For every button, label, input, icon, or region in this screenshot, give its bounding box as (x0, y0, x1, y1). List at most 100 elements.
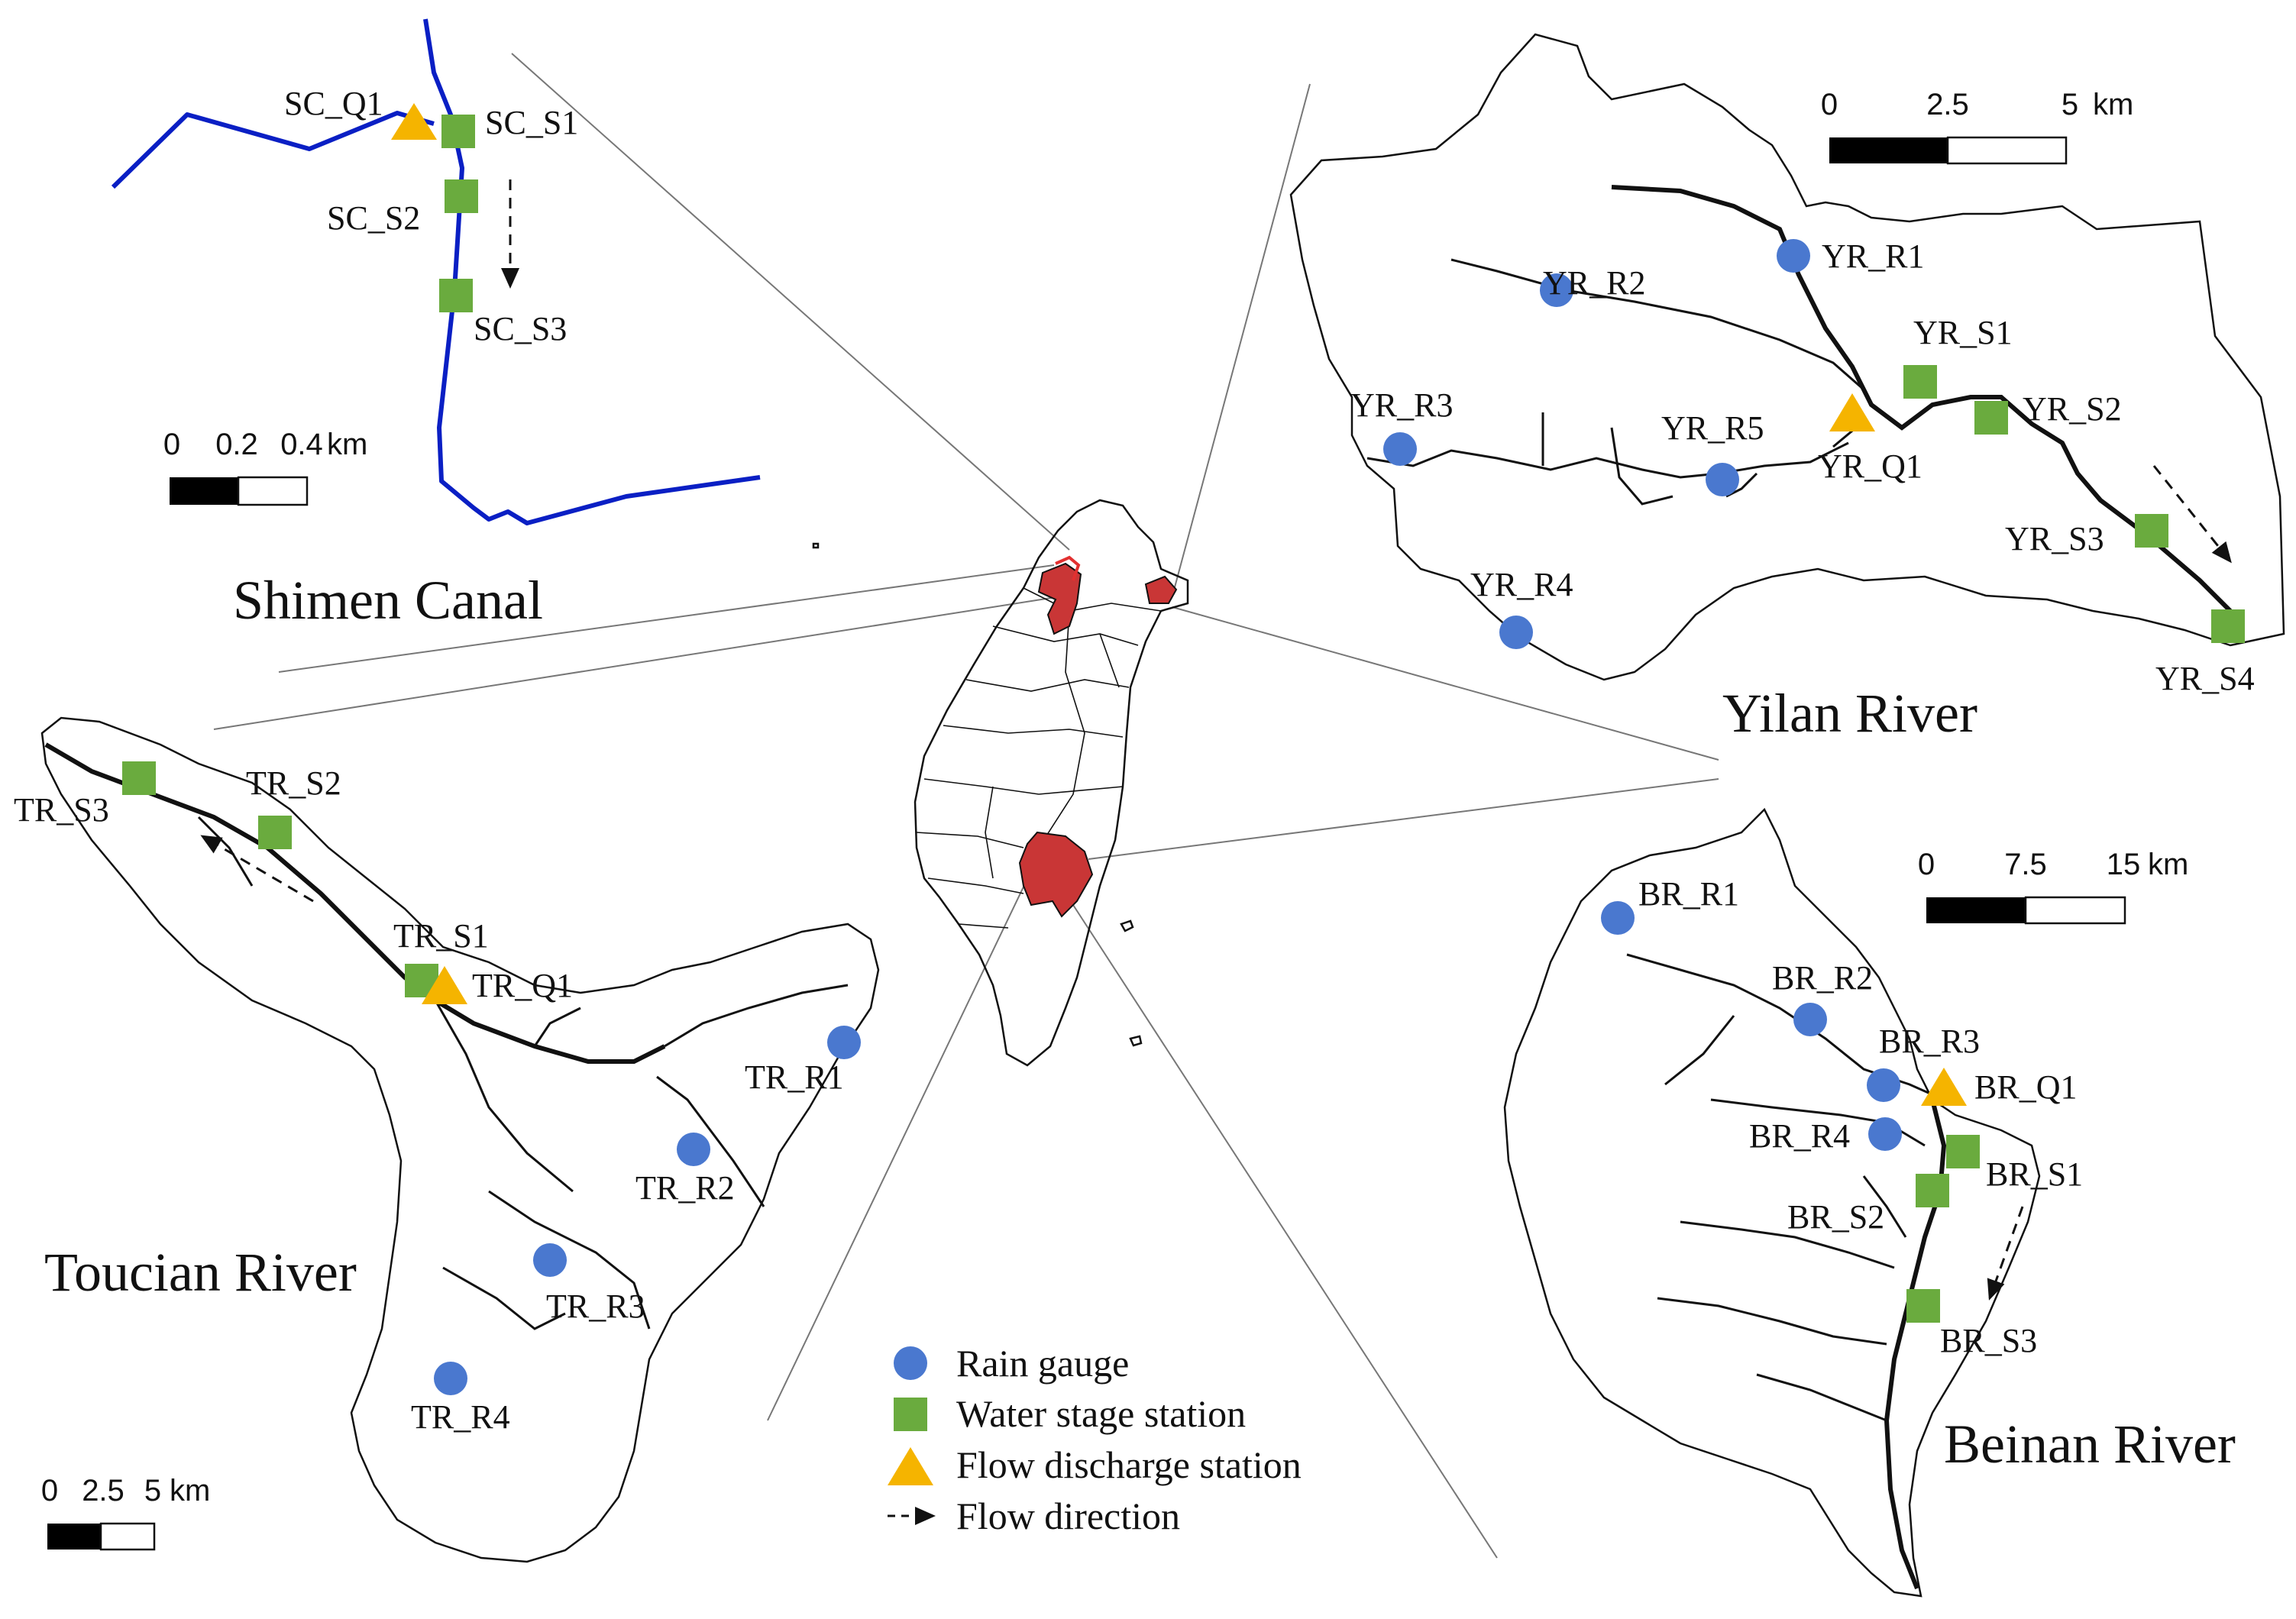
island-small (1129, 1035, 1143, 1047)
water-stage-station (439, 279, 473, 312)
river-tributary (656, 1075, 765, 1207)
station-label: BR_Q1 (1974, 1068, 2077, 1106)
rain-gauge (1499, 616, 1533, 649)
legend-label: Water stage station (956, 1392, 1246, 1435)
legend-label: Flow discharge station (956, 1443, 1302, 1486)
river-tributary (1664, 1015, 1735, 1086)
region-shimen (1037, 562, 1082, 635)
station-label: YR_S1 (1913, 314, 2013, 351)
station-label: BR_R2 (1772, 959, 1873, 997)
svg-text:km: km (2093, 88, 2133, 121)
station-label: BR_R1 (1638, 875, 1739, 913)
water-stage-station (441, 115, 475, 148)
river-tributary (1725, 472, 1758, 498)
station-label: BR_S3 (1940, 1322, 2037, 1359)
svg-text:5: 5 (144, 1474, 161, 1508)
station-label: YR_R1 (1822, 238, 1924, 275)
station-label: SC_S2 (327, 199, 420, 237)
water-stage-station (122, 761, 156, 795)
station-label: YR_R4 (1470, 566, 1573, 603)
station-label: TR_S2 (246, 764, 341, 802)
legend-item-rain-gauge: Rain gauge (894, 1342, 1129, 1385)
rain-gauge (1540, 273, 1573, 307)
flow-discharge-station (1829, 393, 1875, 431)
legend: Rain gauge Water stage station Flow disc… (888, 1342, 1302, 1537)
flow-discharge-station (391, 103, 437, 140)
river-tributary (1862, 1175, 1907, 1238)
rain-gauge (827, 1026, 861, 1059)
region-shimen-canal (1055, 555, 1081, 581)
rain-gauge (1868, 1117, 1902, 1151)
river-tributary (1366, 441, 1849, 479)
svg-text:0: 0 (41, 1474, 58, 1508)
panel-title: Beinan River (1944, 1414, 2236, 1475)
svg-text:2.5: 2.5 (82, 1474, 125, 1508)
svg-text:2.5: 2.5 (1926, 88, 1969, 121)
river-tributary (434, 1000, 574, 1193)
svg-text:0.4: 0.4 (280, 428, 323, 461)
station-label: BR_S1 (1986, 1155, 2083, 1193)
county-borders (916, 587, 1162, 929)
flow-direction-arrow (200, 835, 314, 903)
panel-shimen-canal: SC_Q1 SC_S1 SC_S2 SC_S3 0 0.2 0.4 km Shi… (111, 18, 761, 631)
water-stage-station (2211, 609, 2245, 643)
river-tributary (533, 1007, 581, 1047)
scale-bar: 0 0.2 0.4 km (163, 428, 367, 506)
river-main (1884, 1099, 1947, 1590)
station-label: YR_S4 (2155, 660, 2255, 697)
svg-text:km: km (2148, 848, 2188, 881)
river-main (1611, 185, 2233, 613)
watershed-boundary (1503, 807, 2041, 1598)
rain-gauge (1777, 239, 1810, 273)
station-label: SC_Q1 (284, 85, 383, 122)
station-label: TR_R3 (546, 1288, 645, 1325)
station-label: TR_S1 (393, 917, 489, 955)
panel-beinan-river: BR_R1 BR_R2 BR_R3 BR_R4 BR_Q1 BR_S1 BR_S… (1503, 807, 2236, 1598)
station-label: BR_R3 (1879, 1023, 1980, 1060)
region-yilan (1144, 575, 1178, 604)
svg-text:km: km (327, 428, 367, 461)
river-tributary (1657, 1297, 1887, 1346)
water-stage-station (1903, 365, 1937, 399)
panel-toucian-river: TR_S1 TR_S2 TR_S3 TR_Q1 TR_R1 TR_R2 TR_R… (14, 716, 880, 1563)
station-label: YR_Q1 (1818, 448, 1922, 485)
rain-gauge (1793, 1003, 1827, 1036)
island-small (1120, 919, 1134, 932)
watershed-boundary (1289, 33, 2285, 681)
svg-text:5: 5 (2062, 88, 2078, 121)
panel-yilan-river: YR_R1 YR_R2 YR_R3 YR_R4 YR_R5 YR_Q1 YR_S… (1289, 33, 2285, 744)
river-main (44, 742, 666, 1064)
station-label: YR_R3 (1350, 386, 1453, 424)
taiwan-outline (914, 499, 1189, 1067)
river-tributary (1680, 1220, 1895, 1269)
station-label: BR_S2 (1787, 1198, 1884, 1236)
station-label: SC_S3 (474, 310, 567, 347)
flow-discharge-station (1921, 1068, 1967, 1106)
svg-text:km: km (170, 1474, 210, 1508)
svg-text:0: 0 (1821, 88, 1838, 121)
rain-gauge-icon (894, 1346, 927, 1380)
rain-gauge (677, 1133, 710, 1166)
scale-bar: 0 7.5 15 km (1918, 848, 2188, 925)
svg-text:0.2: 0.2 (215, 428, 258, 461)
scale-bar: 0 2.5 5 km (1821, 88, 2133, 165)
water-stage-station (1946, 1135, 1980, 1168)
water-stage-station (2135, 514, 2168, 548)
panel-title: Yilan River (1722, 683, 1977, 744)
island-small (812, 542, 820, 549)
river-tributary (664, 984, 849, 1048)
water-stage-icon (894, 1398, 927, 1431)
legend-item-flow-direction: Flow direction (888, 1495, 1180, 1537)
panel-title: Shimen Canal (233, 570, 543, 631)
taiwan-map (812, 499, 1189, 1067)
station-label: TR_R1 (745, 1058, 844, 1096)
legend-label: Flow direction (956, 1495, 1180, 1537)
water-stage-station (1974, 401, 2008, 435)
river-tributary (197, 816, 254, 887)
rain-gauge (1706, 463, 1739, 496)
svg-text:15: 15 (2107, 848, 2141, 881)
station-label: SC_S1 (485, 104, 578, 141)
flow-direction-arrow (2152, 465, 2232, 564)
station-label: TR_R4 (411, 1398, 510, 1436)
station-label: YR_R2 (1543, 264, 1645, 302)
